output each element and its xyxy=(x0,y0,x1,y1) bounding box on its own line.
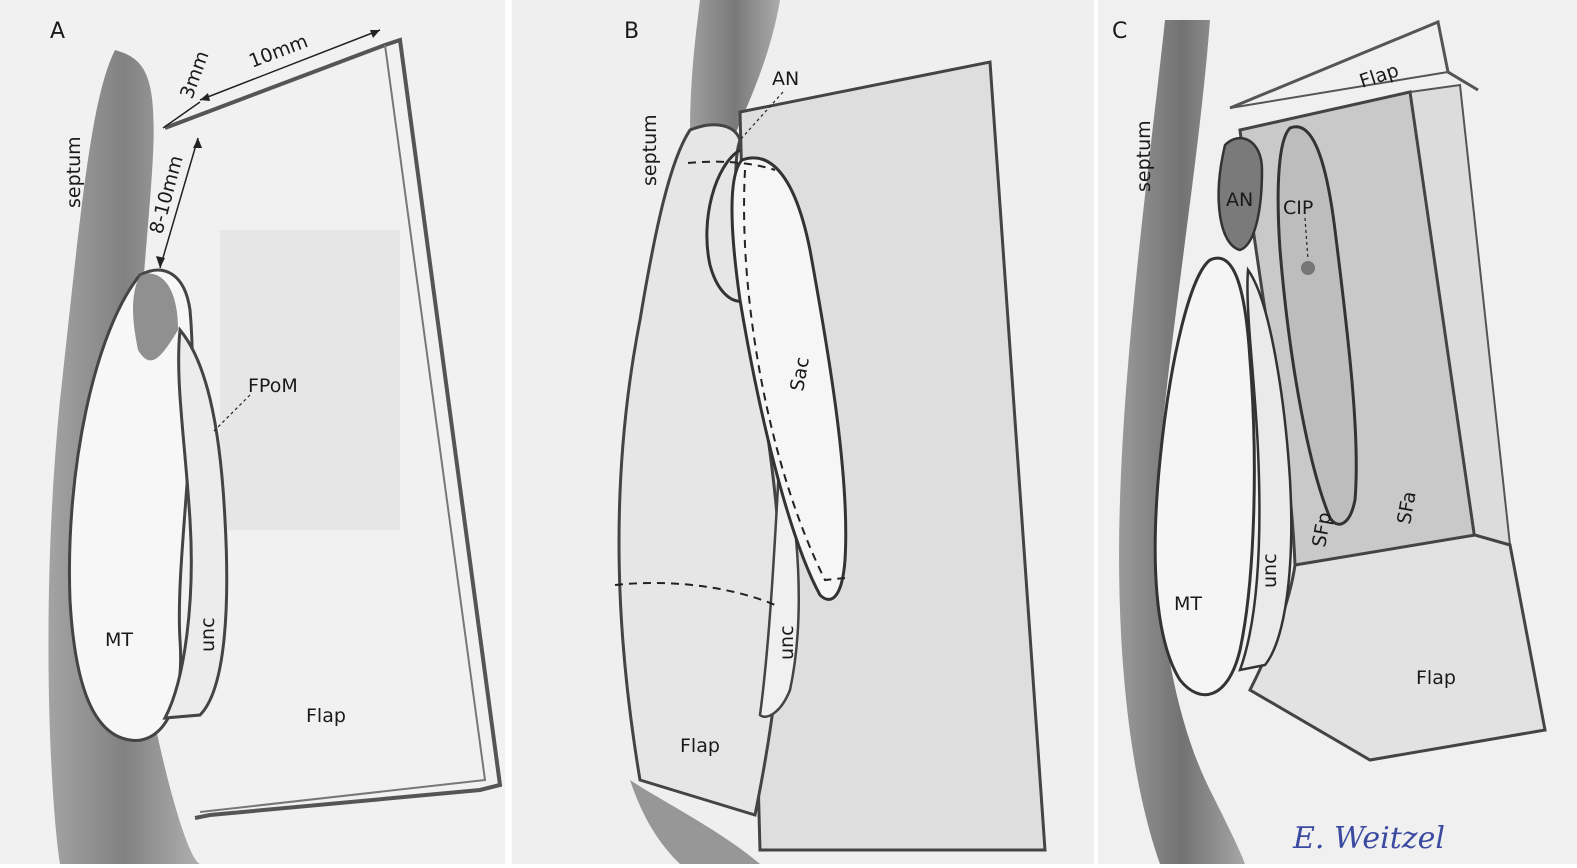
panel-c-cip-ostium xyxy=(1301,261,1315,275)
panel-separator xyxy=(1094,0,1098,864)
panel-c-mt-label: MT xyxy=(1174,593,1202,615)
panel-c-bottom-flap-label: Flap xyxy=(1416,667,1456,689)
panel-a-flap-shading xyxy=(220,230,400,530)
panel-a-unc-label: unc xyxy=(197,617,219,652)
panel-a: A septum 10mm 3mm 8-10mm FPoM MT unc Fla… xyxy=(0,0,505,864)
panel-c-label: C xyxy=(1112,19,1127,44)
panel-separator xyxy=(505,0,512,864)
panel-b: B septum AN Sac unc Flap xyxy=(512,0,1094,864)
panel-a-mt-label: MT xyxy=(105,629,133,651)
panel-b-septum-label: septum xyxy=(639,114,661,186)
panel-b-flap-label: Flap xyxy=(680,735,720,757)
panel-b-unc-label: unc xyxy=(776,625,798,660)
panel-a-label: A xyxy=(50,19,65,44)
panel-a-septum-label: septum xyxy=(63,136,85,208)
panel-b-label: B xyxy=(624,19,639,44)
panel-a-fpom-label: FPoM xyxy=(248,375,298,397)
panel-b-an-label: AN xyxy=(772,68,799,90)
panel-c-cip-label: CIP xyxy=(1283,197,1313,219)
artist-signature: E. Weitzel xyxy=(1292,821,1445,856)
panel-c-septum-label: septum xyxy=(1133,120,1155,192)
panel-c-an-label: AN xyxy=(1226,189,1253,211)
panel-c-unc-label: unc xyxy=(1259,553,1281,588)
panel-a-flap-label: Flap xyxy=(306,705,346,727)
panel-c: C septum Flap AN CIP SFp SFa MT unc Flap… xyxy=(1098,0,1577,864)
